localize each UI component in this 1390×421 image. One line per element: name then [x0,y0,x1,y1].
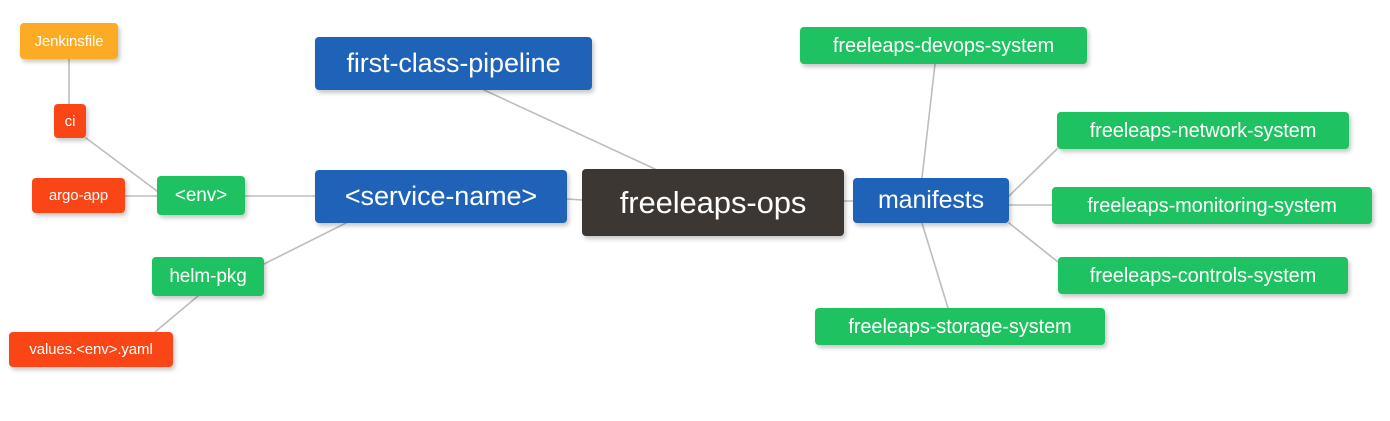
node-label-first-class-pipeline: first-class-pipeline [346,48,561,78]
node-label-freeleaps-storage-system: freeleaps-storage-system [848,315,1072,338]
node-label-service-name: <service-name> [344,181,538,211]
node-manifests[interactable]: manifests [853,178,1009,223]
edge-freeleaps-storage-system-to-manifests [921,222,949,309]
node-freeleaps-devops-system[interactable]: freeleaps-devops-system [800,27,1087,64]
edge-service-name-to-freeleaps-ops [566,198,583,201]
edge-freeleaps-network-system-to-manifests [1008,148,1058,197]
node-label-freeleaps-devops-system: freeleaps-devops-system [832,34,1055,57]
node-first-class-pipeline[interactable]: first-class-pipeline [315,37,592,90]
node-label-helm-pkg: helm-pkg [169,266,247,287]
node-label-jenkinsfile: Jenkinsfile [34,32,104,50]
node-values-yaml[interactable]: values.<env>.yaml [9,332,173,367]
node-ci[interactable]: ci [54,104,86,138]
edge-first-class-pipeline-to-freeleaps-ops [483,89,656,170]
node-freeleaps-monitoring-system[interactable]: freeleaps-monitoring-system [1052,187,1372,224]
node-env[interactable]: <env> [157,176,245,215]
node-service-name[interactable]: <service-name> [315,170,567,223]
node-label-freeleaps-monitoring-system: freeleaps-monitoring-system [1087,194,1337,217]
node-freeleaps-ops[interactable]: freeleaps-ops [582,169,844,236]
node-label-env: <env> [174,185,228,206]
edge-helm-pkg-to-service-name [263,222,347,265]
node-freeleaps-network-system[interactable]: freeleaps-network-system [1057,112,1349,149]
node-label-freeleaps-ops: freeleaps-ops [619,185,807,220]
node-label-freeleaps-network-system: freeleaps-network-system [1089,119,1317,142]
node-label-manifests: manifests [877,186,985,214]
node-helm-pkg[interactable]: helm-pkg [152,257,264,296]
node-freeleaps-storage-system[interactable]: freeleaps-storage-system [815,308,1105,345]
node-label-argo-app: argo-app [48,187,109,204]
edge-freeleaps-controls-system-to-manifests [1008,222,1059,263]
edge-freeleaps-devops-system-to-manifests [921,63,936,179]
node-jenkinsfile[interactable]: Jenkinsfile [20,23,118,59]
node-argo-app[interactable]: argo-app [32,178,125,213]
node-label-freeleaps-controls-system: freeleaps-controls-system [1089,264,1317,287]
node-label-ci: ci [64,112,76,130]
edge-values-yaml-to-helm-pkg [154,295,199,333]
node-label-values-yaml: values.<env>.yaml [29,341,153,358]
node-freeleaps-controls-system[interactable]: freeleaps-controls-system [1058,257,1348,294]
